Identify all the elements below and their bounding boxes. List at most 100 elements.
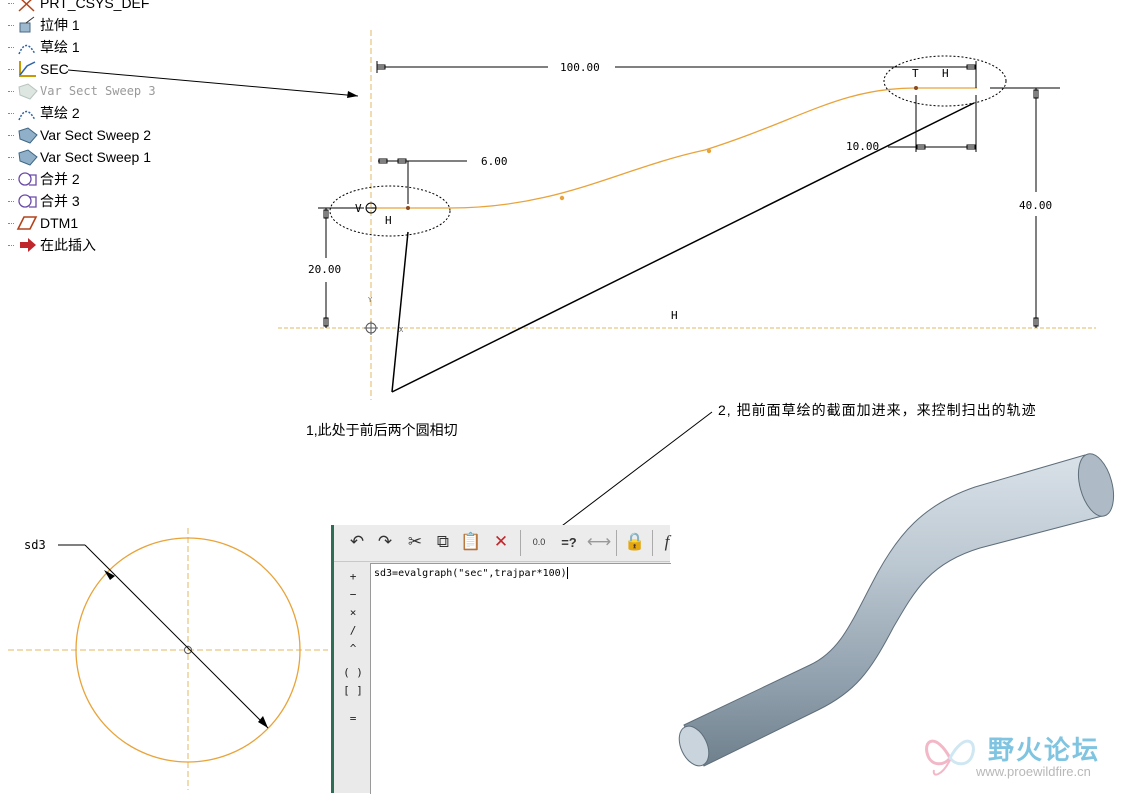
- start-tangent-ellipse: [329, 185, 451, 237]
- constraint-h-baseline-label: H: [671, 309, 678, 322]
- axis-x-label: X: [399, 326, 404, 334]
- dim-length-label[interactable]: 100.00: [560, 61, 600, 74]
- tree-item-prt-csys-def[interactable]: PRT_CSYS_DEF: [8, 0, 149, 14]
- dimension-button[interactable]: ⟷: [586, 529, 612, 555]
- undo-button[interactable]: ↶: [344, 529, 370, 555]
- delete-button[interactable]: ✕: [488, 529, 514, 555]
- graph-icon: [19, 61, 36, 77]
- insert-arrow-icon: [20, 238, 36, 252]
- tube-3d-render: [678, 453, 1115, 767]
- butterfly-logo-icon: [925, 739, 975, 776]
- copy-button[interactable]: ⧉: [430, 529, 456, 555]
- section-center-icon: [184, 646, 192, 654]
- copy-icon: ⧉: [436, 532, 450, 551]
- annotation-note-1: 1,此处于前后两个圆相切: [306, 422, 458, 438]
- verify-button[interactable]: 🔒: [622, 529, 648, 555]
- var-sweep-icon: [18, 149, 38, 166]
- cut-icon: ✂: [407, 532, 423, 551]
- relations-editor-panel: ↶ ↷ ✂ ⧉ 📋 ✕ 0.0 =? ⟷ 🔒 f + − × / ^ ( ) […: [331, 525, 671, 794]
- datum-plane-icon: [16, 216, 38, 230]
- tree-item-sketch-1[interactable]: 草绘 1: [8, 36, 80, 58]
- operator-column: + − × / ^ ( ) [ ] =: [338, 565, 368, 793]
- axis-y-label: Y: [368, 296, 373, 304]
- minus-button[interactable]: −: [349, 587, 357, 601]
- evaluate-button[interactable]: =?: [561, 534, 577, 550]
- curve-point: [914, 86, 918, 90]
- sketch-icon: [18, 44, 36, 55]
- curve-point: [706, 148, 712, 154]
- tree-item-extrude-1[interactable]: 拉伸 1: [8, 14, 80, 36]
- tree-item-sec[interactable]: SEC: [8, 58, 69, 80]
- sort-relations-button[interactable]: 0.0: [526, 529, 552, 555]
- var-sweep-icon: [18, 127, 38, 144]
- watermark-title: 野火论坛: [988, 735, 1101, 765]
- dimension-icon: ⟷: [586, 532, 612, 551]
- tree-item-label: 合并 2: [40, 171, 80, 187]
- undo-icon: ↶: [349, 532, 365, 551]
- text-cursor: [566, 567, 568, 579]
- sketch-icon: [18, 110, 36, 121]
- tree-item-label: Var Sect Sweep 1: [40, 149, 152, 165]
- end-tangent-ellipse: [883, 55, 1007, 107]
- multiply-button[interactable]: ×: [349, 605, 357, 619]
- dim-height-label[interactable]: 40.00: [1019, 199, 1052, 212]
- tree-item-label: PRT_CSYS_DEF: [40, 0, 150, 11]
- tree-item-sketch-2[interactable]: 草绘 2: [8, 102, 80, 124]
- verify-icon: 🔒: [624, 532, 646, 551]
- sort-icon: 0.0: [532, 537, 546, 547]
- brackets-button[interactable]: [ ]: [343, 683, 363, 697]
- annotation-note-2: 2, 把前面草绘的截面加进来，来控制扫出的轨迹: [718, 402, 1037, 418]
- model-tree: PRT_CSYS_DEF 拉伸 1 草绘 1 SEC Var Sect Swee…: [0, 0, 200, 262]
- constraint-h-start-label: H: [385, 214, 392, 227]
- function-button[interactable]: f: [664, 532, 670, 551]
- tree-item-var-sect-sweep-1[interactable]: Var Sect Sweep 1: [8, 146, 151, 168]
- section-diameter-line: [84, 544, 269, 729]
- curve-point: [406, 206, 410, 210]
- note1-leader-line: [391, 231, 409, 393]
- dim-start-tangent-label[interactable]: 6.00: [481, 155, 508, 168]
- dim-end-tangent-label[interactable]: 10.00: [846, 140, 879, 153]
- note1-leader-line: [391, 102, 975, 393]
- paste-icon: 📋: [460, 532, 482, 551]
- paste-button[interactable]: 📋: [458, 529, 484, 555]
- constraint-h-end-label: H: [942, 67, 949, 80]
- tree-item-label: DTM1: [40, 215, 79, 231]
- trajectory-curve: [371, 87, 977, 209]
- tree-item-label: Var Sect Sweep 2: [40, 127, 152, 143]
- relations-text-area[interactable]: sd3=evalgraph("sec",trajpar*100): [370, 563, 671, 794]
- tree-item-var-sect-sweep-3[interactable]: Var Sect Sweep 3: [8, 80, 156, 102]
- section-dim-label[interactable]: sd3: [24, 538, 46, 552]
- constraint-v-label: V: [355, 202, 362, 215]
- tree-item-label: 草绘 2: [40, 105, 80, 121]
- tree-item-merge-3[interactable]: 合并 3: [8, 190, 80, 212]
- dim-start-height-label[interactable]: 20.00: [308, 263, 341, 276]
- extrude-icon: [19, 16, 35, 33]
- relations-toolbar: ↶ ↷ ✂ ⧉ 📋 ✕ 0.0 =? ⟷ 🔒 f: [334, 525, 670, 562]
- redo-button[interactable]: ↷: [372, 529, 398, 555]
- tree-item-label: Var Sect Sweep 3: [40, 84, 156, 98]
- parentheses-button[interactable]: ( ): [343, 665, 363, 679]
- tree-item-insert-here[interactable]: 在此插入: [8, 234, 96, 256]
- tree-item-label: 拉伸 1: [40, 17, 80, 33]
- cut-button[interactable]: ✂: [402, 529, 428, 555]
- curve-point: [559, 195, 565, 201]
- note2-leader-line: [541, 411, 713, 542]
- tree-item-merge-2[interactable]: 合并 2: [8, 168, 80, 190]
- plus-button[interactable]: +: [349, 569, 357, 583]
- tree-item-label: SEC: [40, 61, 69, 77]
- forum-watermark: 野火论坛 www.proewildfire.cn: [918, 726, 1128, 788]
- section-circle: [75, 537, 301, 763]
- equals-button[interactable]: =: [349, 711, 357, 725]
- tree-item-label: 在此插入: [40, 237, 96, 253]
- tree-item-label: 合并 3: [40, 193, 80, 209]
- divide-button[interactable]: /: [349, 623, 357, 637]
- redo-icon: ↷: [377, 532, 393, 551]
- csys-icon: [18, 0, 35, 12]
- tree-item-label: 草绘 1: [40, 39, 80, 55]
- tree-item-dtm1[interactable]: DTM1: [8, 212, 78, 234]
- power-button[interactable]: ^: [349, 641, 357, 655]
- tree-item-var-sect-sweep-2[interactable]: Var Sect Sweep 2: [8, 124, 151, 146]
- constraint-t-label: T: [912, 67, 919, 80]
- sec-leader-line: [67, 69, 359, 97]
